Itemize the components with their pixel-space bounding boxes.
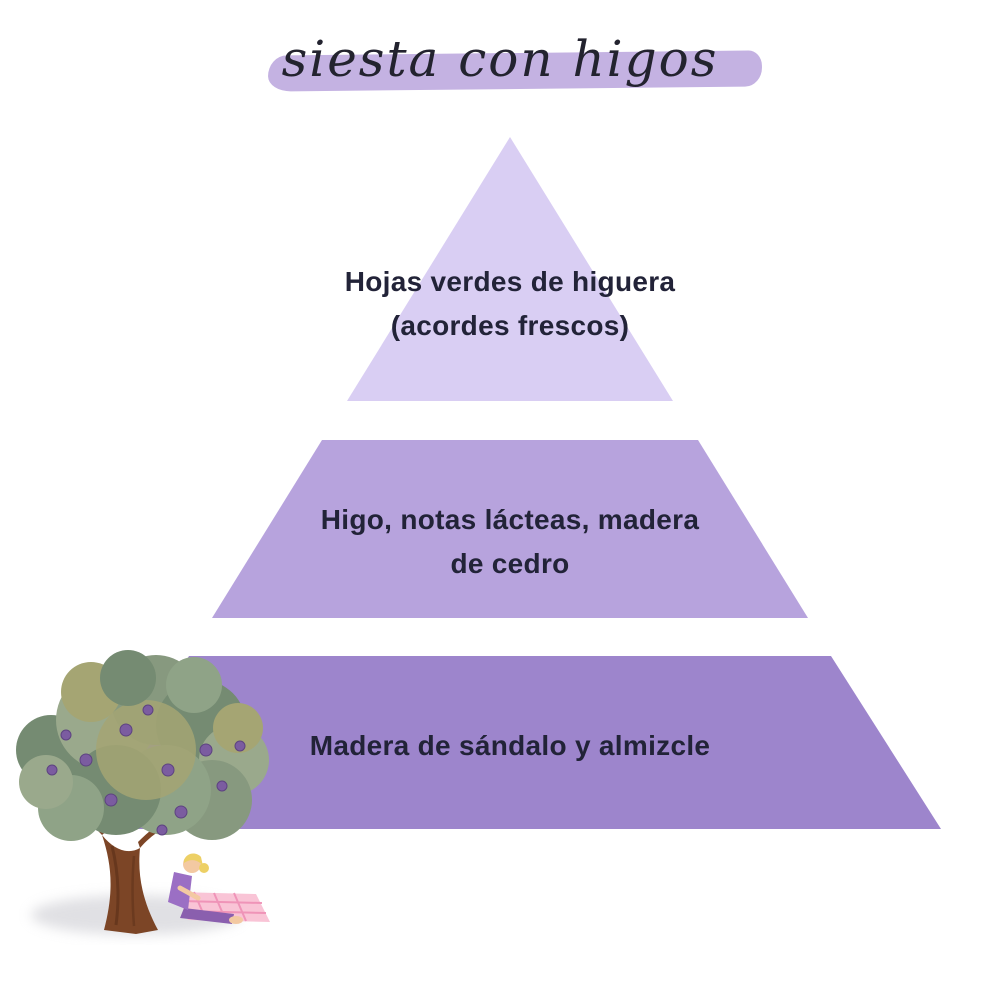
tier-middle-label-line2: de cedro [450,548,570,579]
tier-middle-label: Higo, notas lácteas, madera de cedro [20,498,1000,586]
tier-top-label: Hojas verdes de higuera (acordes frescos… [20,260,1000,348]
tree-foliage [16,650,269,841]
fig-fruits [46,704,246,836]
tier-middle-label-line1: Higo, notas lácteas, madera [320,504,700,535]
tier-bottom-label: Madera de sándalo y almizcle [20,724,1000,768]
tier-top-label-line1: Hojas verdes de higuera [344,266,676,297]
tier-bottom-label-line1: Madera de sándalo y almizcle [309,730,711,761]
pyramid-tier-middle-shape [212,440,808,618]
pyramid-tier-top-shape [347,137,673,401]
pyramid-tier-bottom-shape [79,656,941,829]
resting-person [168,853,243,924]
tier-top-label-line2: (acordes frescos) [390,310,630,341]
fig-tree-illustration [16,650,270,935]
page-title: siesta con higos [281,30,719,88]
